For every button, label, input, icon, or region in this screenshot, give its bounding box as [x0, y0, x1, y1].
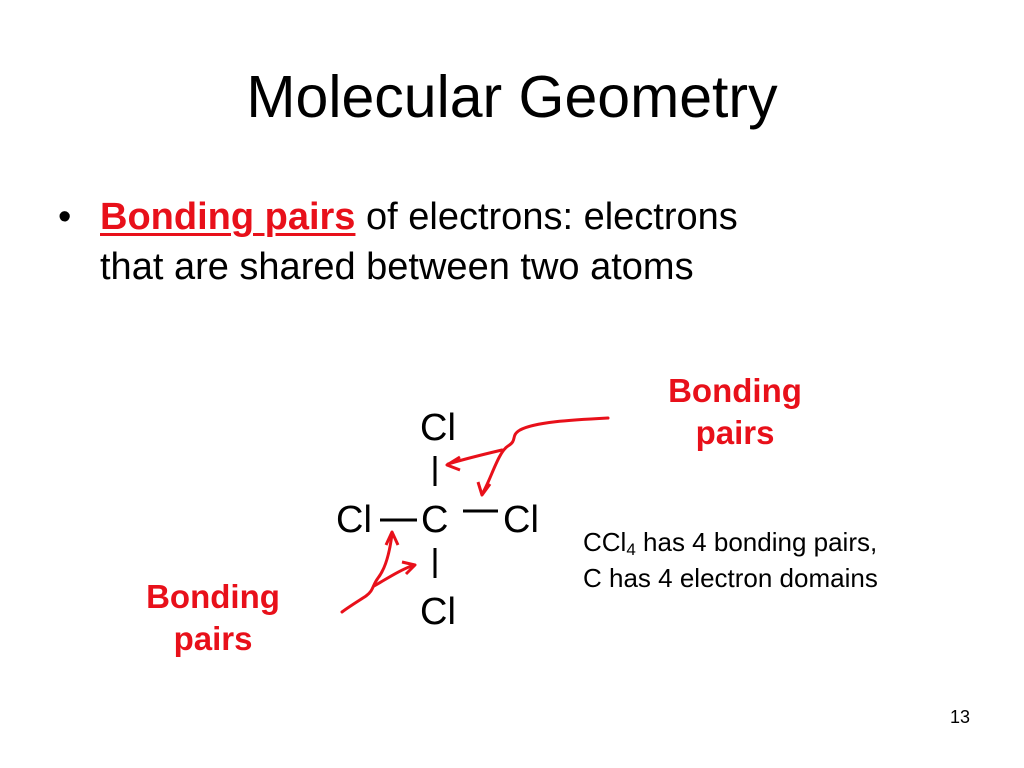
atom-right-chlorine: Cl: [503, 499, 539, 541]
definition-line-1: of electrons: electrons: [355, 196, 738, 238]
bullet-item: • Bonding pairs of electrons: electrons …: [58, 192, 938, 292]
arrowhead-bottom-bond: [401, 560, 417, 576]
arrowhead-top-right: [476, 481, 492, 497]
callout-bonding-pairs-top: Bonding pairs: [640, 370, 830, 454]
bullet-text: Bonding pairs of electrons: electrons th…: [100, 192, 938, 292]
definition-line-2: that are shared between two atoms: [100, 246, 694, 288]
arrow-bottom-to-bottom-bond: [372, 563, 416, 588]
atom-left-chlorine: Cl: [336, 499, 372, 541]
callout-bonding-pairs-bottom: Bonding pairs: [118, 576, 308, 660]
arrow-top-to-top-bond: [446, 448, 504, 466]
arrowhead-bottom-left: [384, 530, 400, 546]
atom-top-chlorine: Cl: [420, 407, 456, 449]
note-line-1: has 4 bonding pairs,: [635, 527, 878, 557]
ccl4-note: CCl4 has 4 bonding pairs, C has 4 electr…: [583, 524, 878, 596]
atom-bottom-chlorine: Cl: [420, 591, 456, 633]
bullet-marker: •: [58, 196, 72, 238]
slide-title: Molecular Geometry: [246, 64, 778, 130]
callout-top-line-1: Bonding: [668, 372, 802, 409]
formula-subscript: 4: [626, 540, 636, 559]
formula-ccl: CCl: [583, 527, 627, 557]
arrowhead-top-bond: [445, 455, 461, 472]
callout-top-line-2: pairs: [695, 414, 775, 451]
atom-center-carbon: C: [421, 499, 449, 541]
note-line-2: C has 4 electron domains: [583, 563, 878, 593]
arrow-top-to-right-bond: [480, 416, 610, 496]
callout-bottom-line-2: pairs: [173, 620, 253, 657]
arrow-bottom-to-left-bond: [340, 532, 394, 614]
page-number: 13: [949, 707, 970, 727]
callout-bottom-line-1: Bonding: [146, 578, 280, 615]
term-bonding-pairs: Bonding pairs: [100, 196, 356, 238]
